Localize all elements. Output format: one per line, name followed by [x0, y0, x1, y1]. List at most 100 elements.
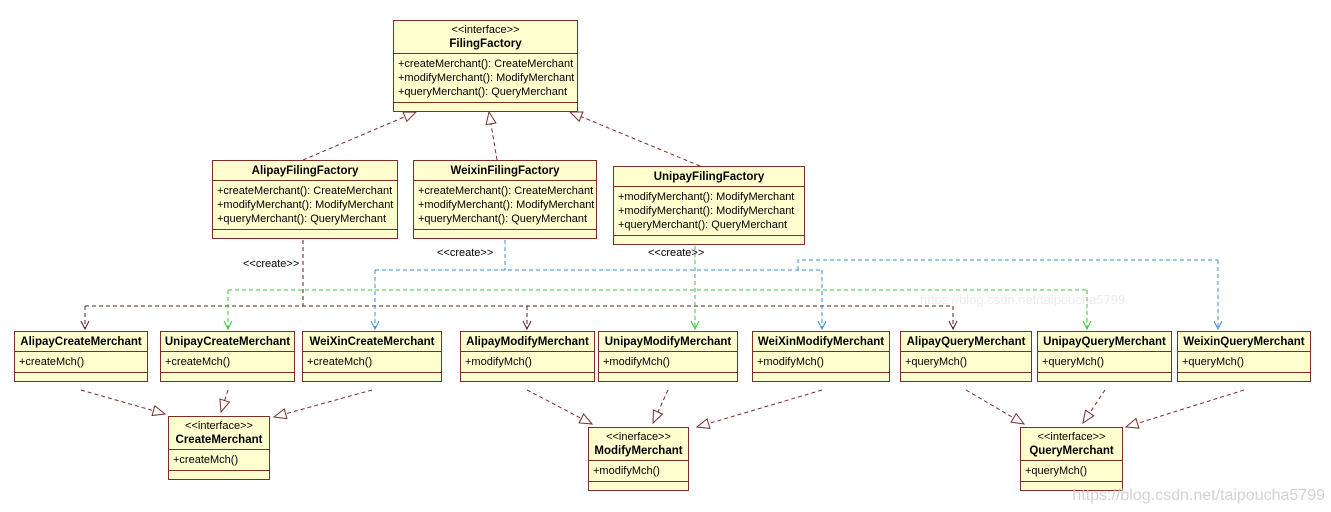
empty-compartment [303, 373, 441, 381]
methods-compartment: +queryMch() [901, 352, 1031, 373]
methods-compartment: +queryMch() [1178, 352, 1310, 373]
watermark-faint: https://blog.csdn.net/taipoucha5799 [920, 292, 1126, 307]
class-title: UnipayQueryMerchant [1038, 332, 1171, 352]
class-box-weixincreatemerchant: WeiXinCreateMerchant +createMch() [302, 331, 442, 382]
class-name: ModifyMerchant [594, 445, 683, 457]
class-box-modifymerchant: <<inerface>> ModifyMerchant +modifyMch() [588, 427, 689, 491]
watermark: https://blog.csdn.net/taipoucha5799 [1072, 487, 1325, 504]
method: +modifyMerchant(): ModifyMerchant [418, 199, 595, 211]
stereotype-label: <<interface>> [451, 24, 520, 36]
class-title: AlipayCreateMerchant [15, 332, 147, 352]
class-title: WeiXinModifyMerchant [753, 332, 889, 352]
method: +queryMerchant(): QueryMerchant [418, 213, 588, 225]
method: +modifyMerchant(): ModifyMerchant [217, 199, 394, 211]
method: +createMerchant(): CreateMerchant [398, 58, 574, 70]
empty-compartment [1178, 373, 1310, 381]
empty-compartment [614, 236, 804, 244]
methods-compartment: +createMerchant(): CreateMerchant +modif… [394, 54, 577, 103]
method: +createMch() [165, 356, 231, 368]
realization-weixinquery-querymerchant [1124, 389, 1245, 429]
empty-compartment [589, 482, 688, 490]
methods-compartment: +modifyMch() [589, 461, 688, 482]
methods-compartment: +createMch() [161, 352, 294, 373]
class-box-createmerchant: <<interface>> CreateMerchant +createMch(… [168, 416, 270, 480]
realization-unipayfactory-filingfactory [568, 111, 701, 167]
realization-unipaymodify-modifymerchant [652, 389, 669, 425]
stereotype-label: <<inerface>> [606, 431, 671, 443]
method: +modifyMch() [593, 465, 660, 477]
class-box-weixinquerymerchant: WeixinQueryMerchant +queryMch() [1177, 331, 1311, 382]
realization-weixinmodify-modifymerchant [695, 389, 823, 429]
class-title: AlipayModifyMerchant [461, 332, 594, 352]
method: +createMerchant(): CreateMerchant [418, 185, 594, 197]
methods-compartment: +modifyMch() [599, 352, 737, 373]
class-title: AlipayQueryMerchant [901, 332, 1031, 352]
class-box-alipaymodifymerchant: AlipayModifyMerchant +modifyMch() [460, 331, 595, 382]
methods-compartment: +modifyMch() [753, 352, 889, 373]
class-title: WeiXinCreateMerchant [303, 332, 441, 352]
class-title: AlipayFilingFactory [213, 161, 397, 181]
class-box-alipayfilingfactory: AlipayFilingFactory +createMerchant(): C… [212, 160, 398, 239]
realization-alipaycreate-createmerchant [80, 389, 167, 417]
empty-compartment [1038, 373, 1171, 381]
class-title: <<interface>> CreateMerchant [169, 417, 269, 450]
class-name: WeixinFilingFactory [450, 165, 560, 177]
method: +queryMch() [1042, 356, 1105, 368]
class-title: UnipayFilingFactory [614, 167, 804, 187]
method: +queryMerchant(): QueryMerchant [398, 86, 568, 98]
method: +createMch() [173, 454, 239, 466]
class-title: WeixinQueryMerchant [1178, 332, 1310, 352]
class-name: AlipayModifyMerchant [466, 336, 589, 348]
methods-compartment: +createMerchant(): CreateMerchant +modif… [213, 181, 397, 230]
method: +modifyMch() [757, 356, 824, 368]
stereotype-label: <<interface>> [185, 420, 253, 432]
class-title: <<interface>> FilingFactory [394, 21, 577, 54]
realization-alipayfactory-filingfactory [302, 111, 418, 161]
method: +modifyMch() [603, 356, 670, 368]
class-box-filingfactory: <<interface>> FilingFactory +createMerch… [393, 20, 578, 112]
empty-compartment [753, 373, 889, 381]
class-box-weixinmodifymerchant: WeiXinModifyMerchant +modifyMch() [752, 331, 890, 382]
method: +modifyMerchant(): ModifyMerchant [618, 191, 795, 203]
create-label-weixin: <<create>> [437, 247, 494, 259]
empty-compartment [599, 373, 737, 381]
class-box-alipaycreatemerchant: AlipayCreateMerchant +createMch() [14, 331, 148, 382]
method: +queryMch() [1025, 465, 1088, 477]
class-box-unipayquerymerchant: UnipayQueryMerchant +queryMch() [1037, 331, 1172, 382]
create-label-unipay: <<create>> [648, 247, 705, 259]
dependency-weixin-query-bus [797, 259, 1218, 270]
method: +createMch() [307, 356, 373, 368]
class-title: UnipayCreateMerchant [161, 332, 294, 352]
class-name: WeiXinModifyMerchant [757, 336, 885, 348]
method: +queryMerchant(): QueryMerchant [618, 219, 788, 231]
class-name: WeiXinCreateMerchant [309, 336, 435, 348]
class-title: <<interface>> QueryMerchant [1021, 428, 1122, 461]
class-name: FilingFactory [449, 38, 522, 50]
class-name: QueryMerchant [1029, 445, 1114, 457]
stereotype-label: <<interface>> [1037, 431, 1106, 443]
create-label-alipay: <<create>> [243, 258, 300, 270]
class-name: UnipayModifyMerchant [604, 336, 732, 348]
empty-compartment [161, 373, 294, 381]
class-box-unipayfilingfactory: UnipayFilingFactory +modifyMerchant(): M… [613, 166, 805, 245]
method: +modifyMerchant(): ModifyMerchant [398, 72, 575, 84]
realization-unipayquery-querymerchant [1082, 389, 1106, 425]
realization-alipaymodify-modifymerchant [526, 389, 594, 425]
class-title: <<inerface>> ModifyMerchant [589, 428, 688, 461]
class-name: UnipayFilingFactory [653, 171, 765, 183]
method: +createMch() [19, 356, 85, 368]
class-name: AlipayFilingFactory [251, 165, 359, 177]
method: +queryMch() [905, 356, 968, 368]
realization-weixinfactory-filingfactory [485, 110, 498, 161]
methods-compartment: +modifyMerchant(): ModifyMerchant +modif… [614, 187, 804, 236]
method: +queryMerchant(): QueryMerchant [217, 213, 387, 225]
class-box-alipayquerymerchant: AlipayQueryMerchant +queryMch() [900, 331, 1032, 382]
class-box-unipaymodifymerchant: UnipayModifyMerchant +modifyMch() [598, 331, 738, 382]
methods-compartment: +createMerchant(): CreateMerchant +modif… [414, 181, 596, 230]
realization-weixincreate-createmerchant [272, 389, 373, 420]
class-name: CreateMerchant [175, 434, 263, 446]
methods-compartment: +createMch() [303, 352, 441, 373]
method: +queryMch() [1182, 356, 1245, 368]
methods-compartment: +modifyMch() [461, 352, 594, 373]
